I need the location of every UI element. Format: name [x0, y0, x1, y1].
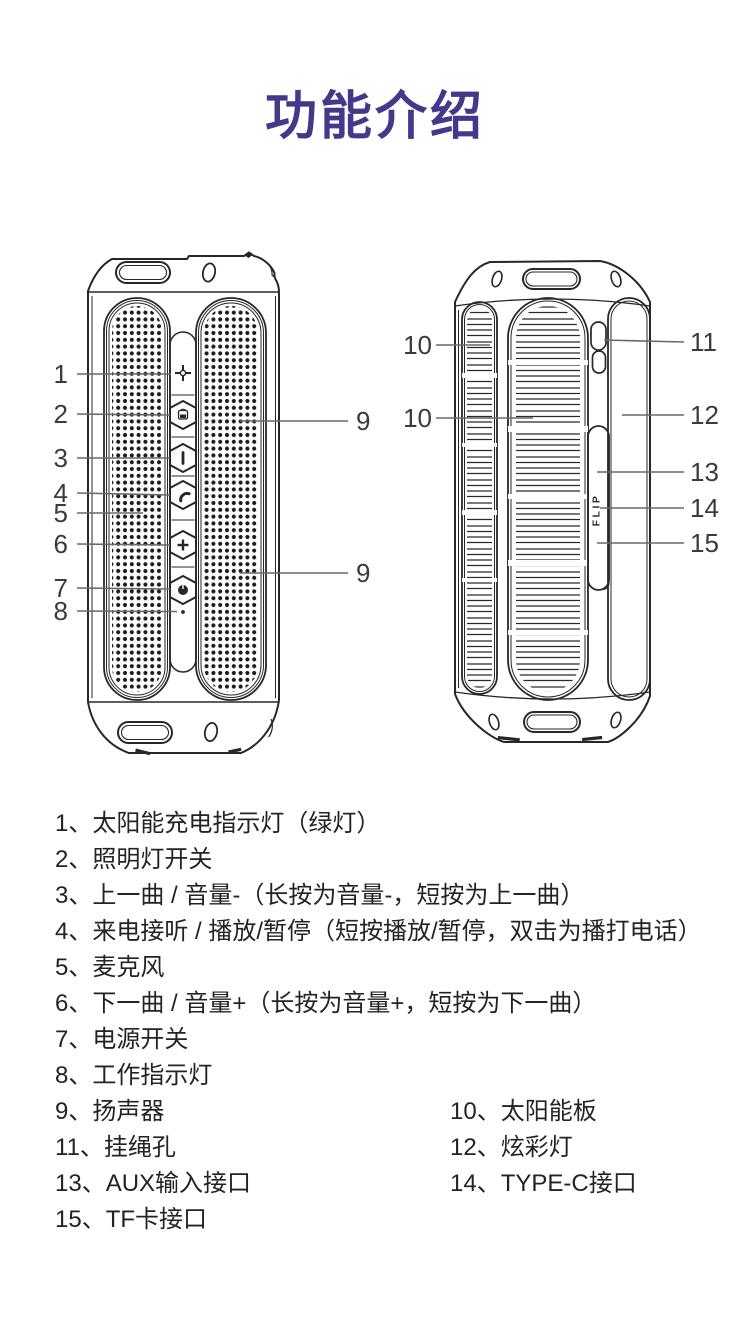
bottom-vent-hole-right [610, 711, 622, 729]
legend-row: 4、来电接听 / 播放/暂停（短按播放/暂停，双击为播打电话） [55, 914, 725, 950]
callout-label-11: 11 [690, 327, 717, 357]
callout-line-11 [603, 339, 685, 343]
strap-corner-notch [245, 252, 252, 258]
callout-label-9a: 9 [356, 406, 370, 436]
speaker-grille-left [103, 297, 171, 701]
legend-row: 9、扬声器 10、太阳能板 [55, 1094, 725, 1130]
back-top-handle-slot [522, 268, 581, 290]
callout-label-6: 6 [54, 529, 68, 559]
back-bottom-handle-slot [523, 711, 581, 733]
legend-item-12: 12、炫彩灯 [450, 1134, 573, 1161]
speaker-back-diagram: FLIP 10 10 11 12 13 14 15 [403, 259, 719, 743]
callout-label-8: 8 [54, 596, 68, 626]
solar-charge-indicator-icon [175, 365, 191, 381]
bottom-handle-slot [117, 721, 173, 744]
legend-item-2: 2、照明灯开关 [55, 846, 213, 873]
call-play-pause-button [169, 479, 197, 511]
legend-row: 2、照明灯开关 [55, 842, 725, 878]
legend-item-5: 5、麦克风 [55, 954, 165, 981]
lanyard-hole-bottom [591, 350, 607, 374]
callout-label-5: 5 [54, 498, 68, 528]
callout-line-7 [76, 587, 171, 590]
legend-row: 11、挂绳孔 12、炫彩灯 [55, 1130, 725, 1166]
callout-label-9b: 9 [356, 558, 370, 588]
work-indicator-led [181, 610, 185, 614]
legend-row: 1、太阳能充电指示灯（绿灯） [55, 806, 725, 842]
top-handle-slot-inner [118, 264, 168, 281]
legend-item-9: 9、扬声器 [55, 1098, 165, 1125]
legend-item-6: 6、下一曲 / 音量+（长按为音量+，短按为下一曲） [55, 990, 597, 1017]
flip-label: FLIP [591, 494, 603, 527]
callout-label-13: 13 [690, 457, 719, 487]
callout-line-2 [76, 413, 171, 416]
callout-label-10b: 10 [403, 403, 432, 433]
corner-detail [265, 261, 279, 286]
legend-row: 5、麦克风 [55, 950, 725, 986]
legend-item-1: 1、太阳能充电指示灯（绿灯） [55, 810, 381, 837]
legend-row: 3、上一曲 / 音量-（长按为音量-，短按为上一曲） [55, 878, 725, 914]
callout-label-15: 15 [690, 528, 719, 558]
top-vent-hole-left [491, 270, 503, 288]
power-button [169, 574, 197, 606]
legend-item-13: 13、AUX输入接口 [55, 1170, 252, 1197]
callout-label-14: 14 [690, 493, 719, 523]
callout-label-3: 3 [54, 443, 68, 473]
legend-list: 1、太阳能充电指示灯（绿灯） 2、照明灯开关 3、上一曲 / 音量-（长按为音量… [55, 806, 725, 1238]
callout-label-7: 7 [54, 573, 68, 603]
callout-line-4 [76, 492, 171, 496]
callout-line-6 [76, 543, 171, 546]
control-strip [169, 331, 197, 673]
legend-item-11: 11、挂绳孔 [55, 1134, 176, 1161]
back-bottom-handle-slot-inner [526, 714, 578, 730]
bottom-notch-right [228, 747, 242, 754]
top-handle-slot [115, 261, 171, 284]
callout-label-4: 4 [54, 478, 68, 508]
bottom-handle-slot-inner [120, 724, 170, 741]
legend-item-10: 10、太阳能板 [450, 1098, 597, 1125]
speaker-back-body-outline [454, 259, 651, 743]
legend-row: 8、工作指示灯 [55, 1058, 725, 1094]
callout-line-8 [76, 610, 178, 613]
callout-label-1: 1 [54, 359, 68, 389]
legend-row: 13、AUX输入接口 14、TYPE-C接口 [55, 1166, 725, 1202]
bottom-screw-hole [203, 722, 219, 742]
top-screw-hole [201, 262, 217, 283]
legend-item-3: 3、上一曲 / 音量-（长按为音量-，短按为上一曲） [55, 882, 585, 909]
callout-label-2: 2 [54, 399, 68, 429]
lanyard-hole-top [590, 321, 607, 351]
legend-item-15: 15、TF卡接口 [55, 1206, 208, 1233]
light-switch-button [169, 399, 197, 431]
next-track-volume-up-button [169, 529, 197, 561]
color-light-bar [607, 297, 651, 701]
legend-row: 15、TF卡接口 [55, 1202, 725, 1238]
speaker-grille-right [195, 297, 267, 701]
solar-panel-main [507, 297, 589, 701]
legend-item-14: 14、TYPE-C接口 [450, 1170, 637, 1197]
back-top-handle-slot-inner [525, 271, 578, 287]
legend-row: 6、下一曲 / 音量+（长按为音量+，短按为下一曲） [55, 986, 725, 1022]
legend-row: 7、电源开关 [55, 1022, 725, 1058]
bottom-notch-left [135, 748, 151, 756]
callout-label-10a: 10 [403, 330, 432, 360]
prev-track-volume-down-button [169, 442, 197, 474]
speaker-front-diagram: 1 2 3 4 5 6 7 8 9 9 [54, 251, 370, 756]
back-bottom-notch-right [582, 735, 603, 742]
bottom-vent-hole-left [488, 713, 500, 731]
top-vent-hole-right [610, 270, 622, 288]
solar-panel-strip [461, 301, 498, 695]
callout-label-12: 12 [690, 400, 719, 430]
page-title: 功能介绍 [264, 88, 485, 146]
bottom-corner-detail [268, 718, 273, 738]
legend-item-7: 7、电源开关 [55, 1026, 189, 1053]
legend-item-8: 8、工作指示灯 [55, 1062, 213, 1089]
legend-item-4: 4、来电接听 / 播放/暂停（短按播放/暂停，双击为播打电话） [55, 918, 702, 945]
back-bottom-notch-left [497, 736, 520, 742]
